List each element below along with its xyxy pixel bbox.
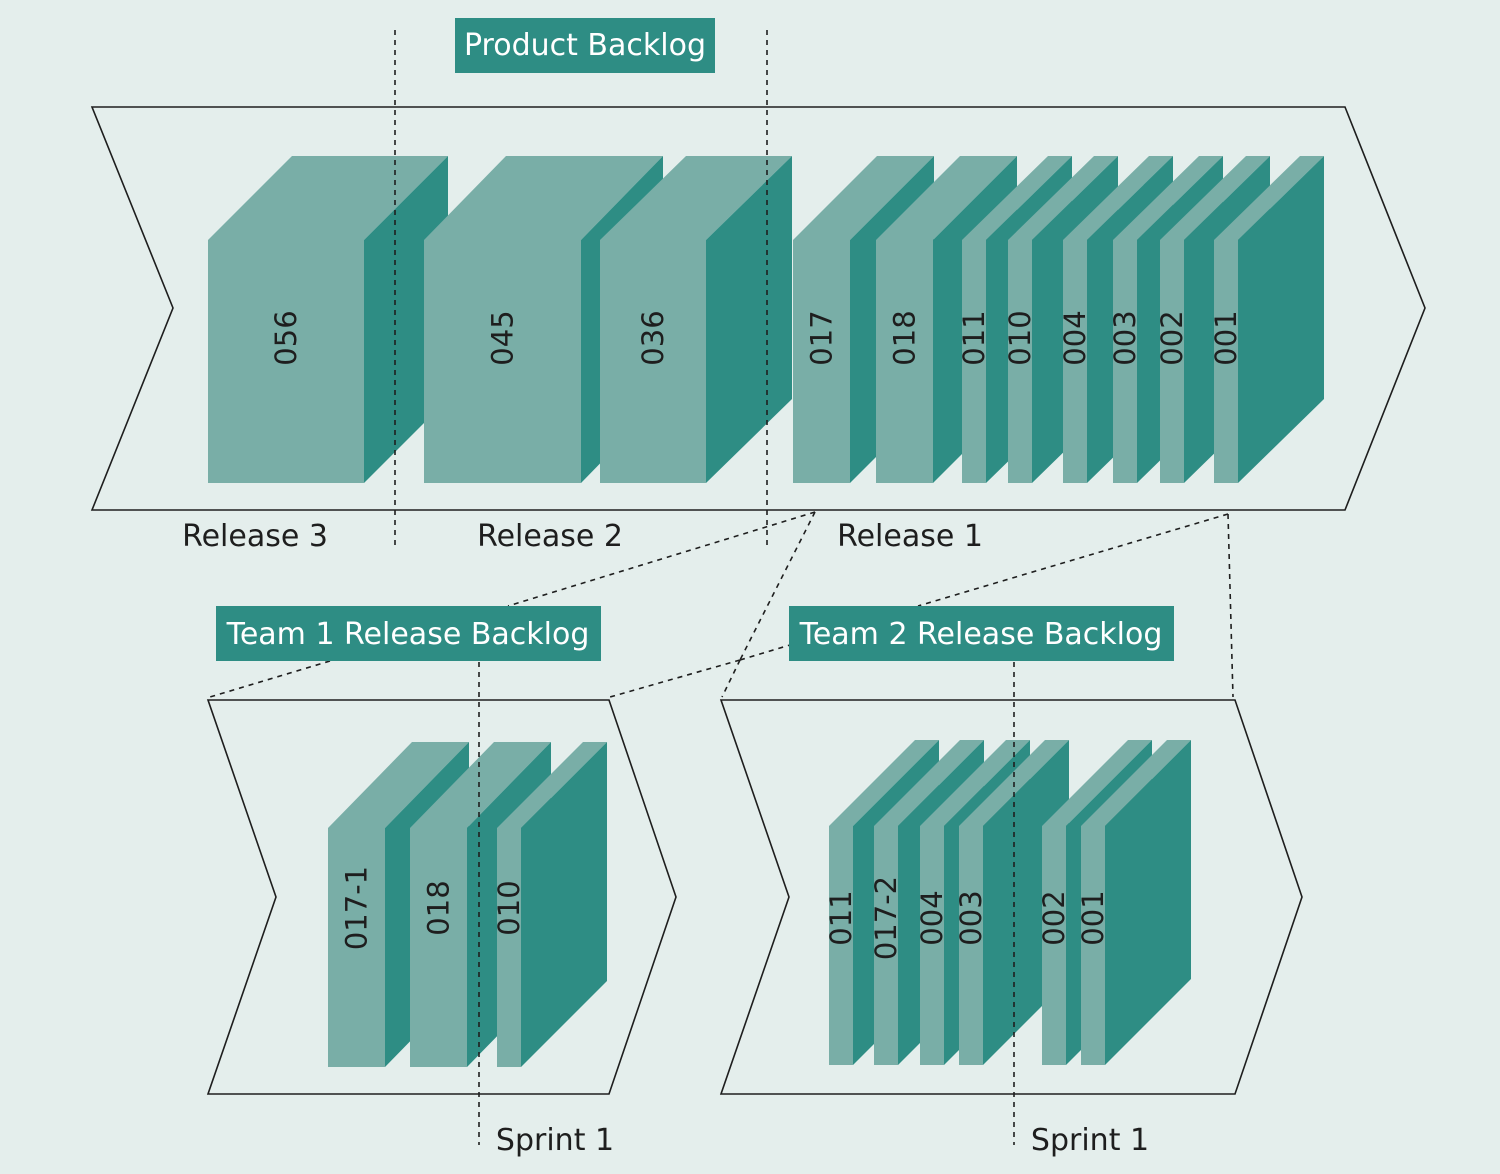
- team1-backlog-banner: Team 1 Release Backlog: [216, 606, 601, 661]
- product-backlog-item-label: 002: [1155, 310, 1189, 365]
- block-top-face: [328, 742, 469, 828]
- team1-item-label: 010: [492, 880, 526, 935]
- block-top-face: [1113, 156, 1223, 240]
- block-top-face: [793, 156, 934, 240]
- team1-backlog-items: 017-1 018 010: [328, 742, 607, 1067]
- block-front-face: [1063, 240, 1087, 483]
- block-front-face: [920, 826, 944, 1065]
- product-backlog-block-056: 056: [208, 156, 448, 483]
- block-top-face: [600, 156, 792, 240]
- product-backlog-block-001: 001: [1209, 156, 1324, 483]
- product-backlog-item-label: 003: [1108, 310, 1142, 365]
- team2-backlog-banner: Team 2 Release Backlog: [789, 606, 1174, 661]
- release-1-label: Release 1: [837, 519, 983, 554]
- block-top-face: [1063, 156, 1173, 240]
- product-backlog-item-label: 010: [1003, 310, 1037, 365]
- product-backlog-item-label: 004: [1058, 310, 1092, 365]
- block-top-face: [1008, 156, 1118, 240]
- team2-item-label: 003: [954, 890, 988, 945]
- block-top-face: [410, 742, 551, 828]
- team1-backlog-title: Team 1 Release Backlog: [226, 617, 590, 652]
- block-top-face: [1042, 740, 1152, 826]
- block-top-face: [874, 740, 984, 826]
- block-top-face: [920, 740, 1030, 826]
- product-backlog-item-label: 011: [957, 310, 991, 365]
- block-side-face: [521, 742, 607, 1067]
- block-front-face: [1081, 826, 1105, 1065]
- block-top-face: [876, 156, 1017, 240]
- block-front-face: [959, 826, 983, 1065]
- team1-connector-lines: [209, 511, 816, 698]
- block-top-face: [208, 156, 448, 240]
- block-front-face: [1214, 240, 1238, 483]
- team2-block-003: 003: [954, 740, 1069, 1065]
- team2-backlog-title: Team 2 Release Backlog: [799, 617, 1163, 652]
- block-side-face: [706, 156, 792, 483]
- block-top-face: [424, 156, 663, 240]
- team1-item-label: 017-1: [340, 866, 374, 950]
- block-top-face: [1081, 740, 1191, 826]
- block-top-face: [1214, 156, 1324, 240]
- block-front-face: [208, 240, 364, 483]
- block-front-face: [497, 828, 521, 1067]
- team2-connector-lines: [721, 513, 1234, 698]
- team2-item-label: 017-2: [869, 876, 903, 960]
- block-front-face: [424, 240, 581, 483]
- block-top-face: [497, 742, 607, 828]
- team1-sprint-label: Sprint 1: [496, 1123, 614, 1158]
- release-2-label: Release 2: [477, 519, 623, 554]
- product-backlog-item-label: 001: [1209, 310, 1243, 365]
- team2-item-label: 001: [1076, 890, 1110, 945]
- team2-block-001: 001: [1076, 740, 1191, 1065]
- team1-block-010: 010: [492, 742, 607, 1067]
- team1-item-label: 018: [422, 880, 456, 935]
- product-backlog-block-036: 036: [600, 156, 792, 483]
- product-backlog-item-label: 017: [805, 310, 839, 365]
- team2-item-label: 011: [824, 890, 858, 945]
- block-front-face: [1008, 240, 1032, 483]
- block-front-face: [876, 240, 933, 483]
- release-3-label: Release 3: [182, 519, 328, 554]
- block-front-face: [1160, 240, 1184, 483]
- team2-item-label: 004: [915, 890, 949, 945]
- product-backlog-title: Product Backlog: [464, 28, 706, 63]
- product-backlog-item-label: 036: [636, 310, 670, 365]
- team2-sprint-label: Sprint 1: [1031, 1123, 1149, 1158]
- product-backlog-banner: Product Backlog: [455, 18, 715, 73]
- block-top-face: [829, 740, 939, 826]
- block-top-face: [1160, 156, 1270, 240]
- block-front-face: [410, 828, 467, 1067]
- block-top-face: [962, 156, 1072, 240]
- block-side-face: [1238, 156, 1324, 483]
- block-front-face: [962, 240, 986, 483]
- block-front-face: [600, 240, 706, 483]
- product-backlog-items: 056 045 036 017 018 011 010 004 003 002 001: [208, 156, 1324, 483]
- product-backlog-item-label: 056: [269, 310, 303, 365]
- block-front-face: [328, 828, 385, 1067]
- block-front-face: [793, 240, 850, 483]
- product-backlog-item-label: 018: [888, 310, 922, 365]
- block-side-face: [1105, 740, 1191, 1065]
- block-front-face: [829, 826, 853, 1065]
- block-front-face: [1113, 240, 1137, 483]
- block-front-face: [874, 826, 898, 1065]
- block-front-face: [1042, 826, 1066, 1065]
- team2-item-label: 002: [1037, 890, 1071, 945]
- product-backlog-item-label: 045: [486, 310, 520, 365]
